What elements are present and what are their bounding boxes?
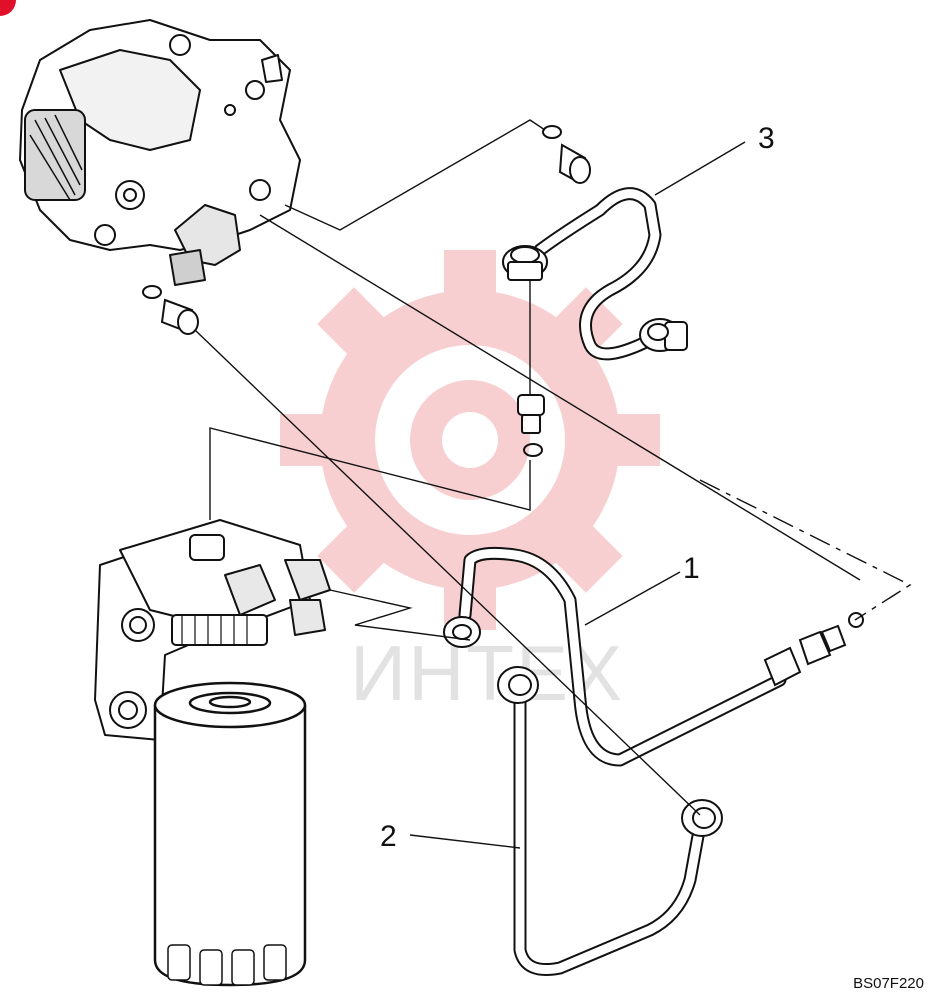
- banjo-fitting-pipe3-left: [502, 245, 548, 281]
- banjo-fitting-pipe2-top: [497, 666, 539, 704]
- dashed-assembly-line: [699, 479, 912, 621]
- fuel-filter: [153, 681, 307, 987]
- drawing-code: BS07F220: [853, 975, 924, 992]
- o-ring-middle: [523, 443, 543, 457]
- injection-pump: [19, 19, 301, 286]
- corner-badge: [0, 0, 16, 16]
- banjo-fitting-pipe2-right: [681, 799, 723, 837]
- callout-leaders: [409, 141, 746, 849]
- callout-3: 3: [758, 122, 775, 155]
- fitting-pipe1-right: [763, 612, 864, 687]
- adapter-pump-top: [558, 143, 591, 184]
- banjo-fitting-pipe3-right: [639, 318, 688, 352]
- callout-2: 2: [380, 820, 397, 853]
- callout-1: 1: [683, 552, 700, 585]
- filter-head: [119, 519, 331, 646]
- o-ring-pump-left: [142, 285, 162, 299]
- o-ring-pump-top: [542, 125, 562, 139]
- adapter-middle: [517, 394, 545, 434]
- adapter-pump-left: [160, 298, 199, 335]
- assembly-lines: [194, 119, 861, 816]
- banjo-fitting-head: [443, 616, 481, 648]
